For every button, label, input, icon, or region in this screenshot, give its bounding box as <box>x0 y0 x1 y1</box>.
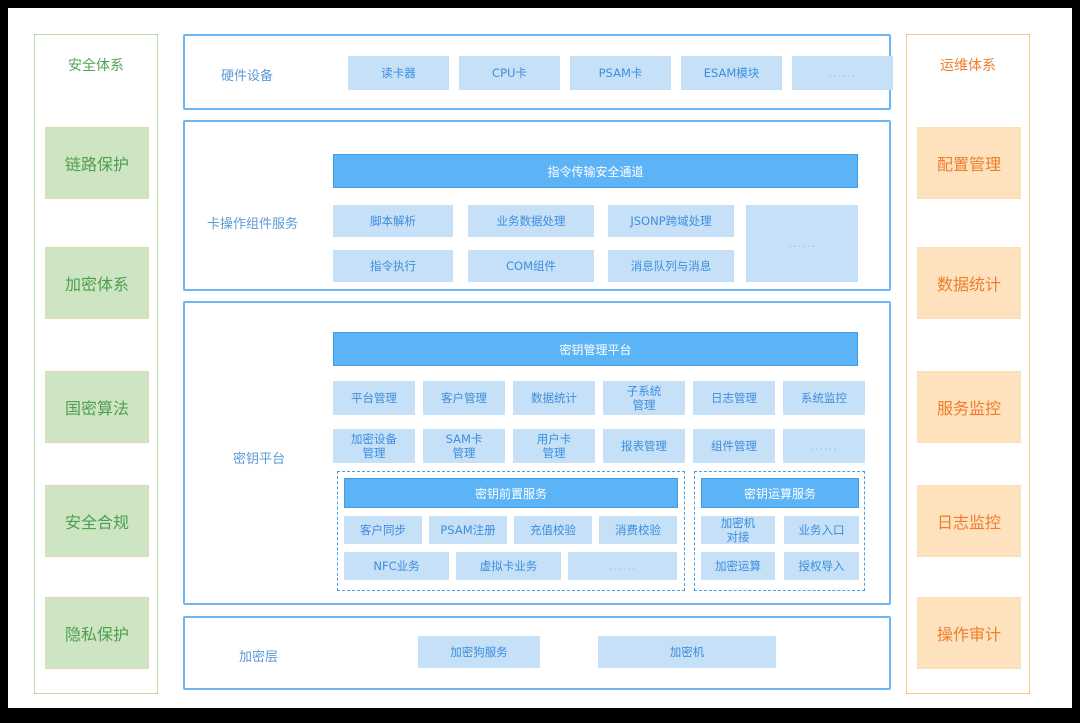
key-platform-subsystem-mgmt[interactable]: 子系统 管理 <box>603 381 685 415</box>
key-platform-label: 密钥平台 <box>233 452 286 467</box>
sidebar-item-service-monitor[interactable]: 服务监控 <box>917 371 1021 443</box>
hardware-label: 硬件设备 <box>221 69 274 84</box>
compute-service-biz-entry[interactable]: 业务入口 <box>784 516 859 544</box>
compute-service-banner[interactable]: 密钥运算服务 <box>701 478 859 508</box>
hardware-item-more[interactable]: ...... <box>792 56 893 90</box>
hardware-item-esam-module[interactable]: ESAM模块 <box>681 56 782 90</box>
hardware-item-cpu-card[interactable]: CPU卡 <box>459 56 560 90</box>
card-service-instruction-exec[interactable]: 指令执行 <box>333 250 453 282</box>
card-service-more[interactable]: ...... <box>746 205 858 282</box>
sidebar-item-encryption-system[interactable]: 加密体系 <box>45 247 149 319</box>
card-service-biz-data[interactable]: 业务数据处理 <box>468 205 594 237</box>
right-sidebar-ops-system: 运维体系 配置管理 数据统计 服务监控 日志监控 操作审计 <box>906 34 1030 694</box>
key-platform-more[interactable]: ...... <box>783 429 865 463</box>
encryption-layer-label: 加密层 <box>239 650 279 665</box>
sidebar-item-security-compliance[interactable]: 安全合规 <box>45 485 149 557</box>
hardware-panel: 硬件设备 读卡器 CPU卡 PSAM卡 ESAM模块 ...... <box>183 34 893 110</box>
compute-service-hsm-docking[interactable]: 加密机 对接 <box>701 516 775 544</box>
card-service-banner[interactable]: 指令传输安全通道 <box>333 154 858 188</box>
front-service-psam-register[interactable]: PSAM注册 <box>429 516 507 544</box>
key-platform-crypto-device-mgmt[interactable]: 加密设备 管理 <box>333 429 415 463</box>
key-platform-user-card-mgmt[interactable]: 用户卡 管理 <box>513 429 595 463</box>
encryption-layer-panel: 加密层 加密狗服务 加密机 <box>183 616 891 690</box>
compute-service-group: 密钥运算服务 加密机 对接 业务入口 加密运算 授权导入 <box>694 471 865 591</box>
key-platform-banner[interactable]: 密钥管理平台 <box>333 332 858 366</box>
card-service-script-parse[interactable]: 脚本解析 <box>333 205 453 237</box>
encryption-dongle-service[interactable]: 加密狗服务 <box>418 636 540 668</box>
sidebar-item-operation-audit[interactable]: 操作审计 <box>917 597 1021 669</box>
left-sidebar-title: 安全体系 <box>68 58 124 74</box>
hardware-item-card-reader[interactable]: 读卡器 <box>348 56 449 90</box>
key-platform-data-stats[interactable]: 数据统计 <box>513 381 595 415</box>
key-platform-report-mgmt[interactable]: 报表管理 <box>603 429 685 463</box>
front-service-consume-check[interactable]: 消费校验 <box>599 516 677 544</box>
sidebar-item-log-monitor[interactable]: 日志监控 <box>917 485 1021 557</box>
diagram-canvas: 安全体系 链路保护 加密体系 国密算法 安全合规 隐私保护 运维体系 配置管理 … <box>8 8 1072 708</box>
key-platform-log-mgmt[interactable]: 日志管理 <box>693 381 775 415</box>
compute-service-auth-import[interactable]: 授权导入 <box>784 552 859 580</box>
sidebar-item-link-protection[interactable]: 链路保护 <box>45 127 149 199</box>
card-service-message-queue[interactable]: 消息队列与消息 <box>608 250 734 282</box>
card-service-panel: 卡操作组件服务 指令传输安全通道 脚本解析 业务数据处理 JSONP跨域处理 指… <box>183 120 891 291</box>
front-service-nfc-business[interactable]: NFC业务 <box>344 552 449 580</box>
key-platform-customer-mgmt[interactable]: 客户管理 <box>423 381 505 415</box>
key-platform-system-monitor[interactable]: 系统监控 <box>783 381 865 415</box>
sidebar-item-data-statistics[interactable]: 数据统计 <box>917 247 1021 319</box>
key-platform-platform-mgmt[interactable]: 平台管理 <box>333 381 415 415</box>
key-platform-panel: 密钥平台 密钥管理平台 平台管理 客户管理 数据统计 子系统 管理 日志管理 系… <box>183 301 891 605</box>
front-service-customer-sync[interactable]: 客户同步 <box>344 516 422 544</box>
card-service-jsonp-cors[interactable]: JSONP跨域处理 <box>608 205 734 237</box>
card-service-com-component[interactable]: COM组件 <box>468 250 594 282</box>
front-service-recharge-check[interactable]: 充值校验 <box>514 516 592 544</box>
key-platform-sam-card-mgmt[interactable]: SAM卡 管理 <box>423 429 505 463</box>
front-service-banner[interactable]: 密钥前置服务 <box>344 478 678 508</box>
front-service-group: 密钥前置服务 客户同步 PSAM注册 充值校验 消费校验 NFC业务 虚拟卡业务… <box>337 471 685 591</box>
front-service-virtual-card[interactable]: 虚拟卡业务 <box>456 552 561 580</box>
sidebar-item-sm-algorithm[interactable]: 国密算法 <box>45 371 149 443</box>
key-platform-component-mgmt[interactable]: 组件管理 <box>693 429 775 463</box>
right-sidebar-title: 运维体系 <box>940 58 996 74</box>
front-service-more[interactable]: ...... <box>568 552 677 580</box>
compute-service-crypto-calc[interactable]: 加密运算 <box>701 552 775 580</box>
hardware-item-psam-card[interactable]: PSAM卡 <box>570 56 671 90</box>
encryption-machine[interactable]: 加密机 <box>598 636 776 668</box>
sidebar-item-config-management[interactable]: 配置管理 <box>917 127 1021 199</box>
card-service-label: 卡操作组件服务 <box>207 217 299 232</box>
left-sidebar-security-system: 安全体系 链路保护 加密体系 国密算法 安全合规 隐私保护 <box>34 34 158 694</box>
sidebar-item-privacy-protection[interactable]: 隐私保护 <box>45 597 149 669</box>
